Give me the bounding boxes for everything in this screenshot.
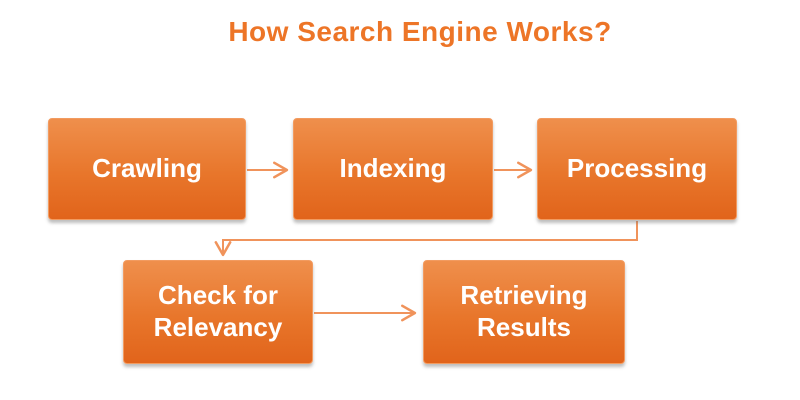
node-label: Indexing (339, 153, 447, 184)
node-label: Check for Relevancy (153, 280, 283, 342)
node-indexing: Indexing (293, 118, 493, 220)
connector-processing-to-check-elbow-arrow (214, 221, 638, 257)
node-processing: Processing (537, 118, 737, 220)
node-check-for-relevancy: Check for Relevancy (123, 260, 313, 364)
node-label: Retrieving Results (460, 280, 588, 342)
page-title: How Search Engine Works? (228, 16, 612, 47)
node-label: Processing (566, 153, 708, 184)
node-label: Crawling (92, 153, 202, 184)
node-retrieving-results: Retrieving Results (423, 260, 625, 364)
node-crawling: Crawling (48, 118, 246, 220)
